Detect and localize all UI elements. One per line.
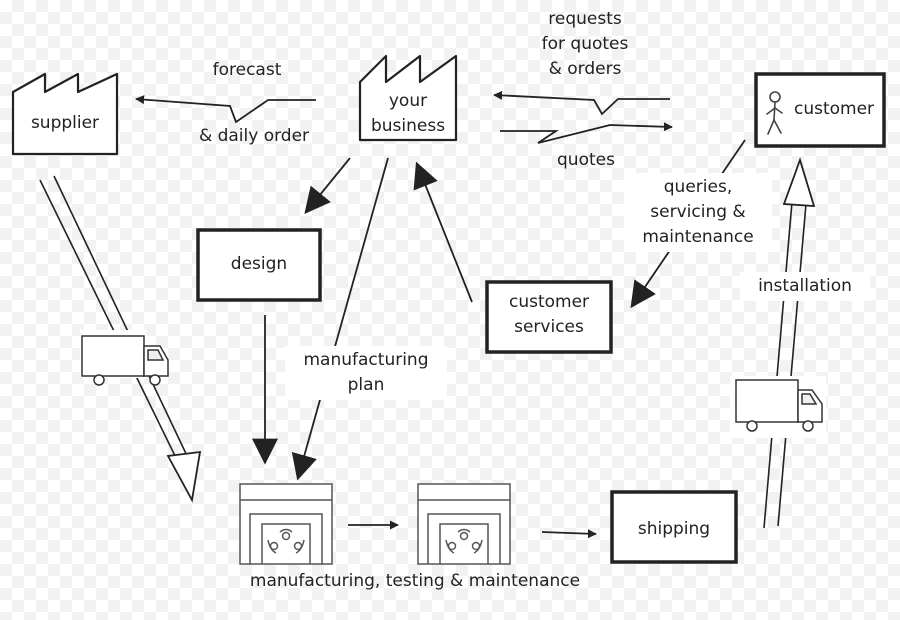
machine-icon xyxy=(417,483,511,565)
design-box xyxy=(196,228,322,302)
plan-label-line: plan xyxy=(347,375,385,395)
customer-services-box xyxy=(485,280,613,354)
business-label-line: your xyxy=(388,91,428,111)
stick-figure-icon xyxy=(766,91,783,135)
quotes-arrow xyxy=(500,122,673,144)
requests-label-line: for quotes xyxy=(541,34,629,54)
business-to-design-arrow xyxy=(304,157,351,215)
supplier-factory-icon xyxy=(11,72,119,156)
shipping-box xyxy=(610,490,738,564)
forecast-label: forecast xyxy=(212,60,282,80)
plan-label-line: manufacturing xyxy=(303,350,429,370)
queries-label-line: maintenance xyxy=(642,227,754,247)
quotes-label: quotes xyxy=(557,150,615,170)
machine-icon xyxy=(239,483,333,565)
installation-arrow xyxy=(763,157,816,529)
manufacturing-plan-label: manufacturing plan xyxy=(285,346,447,400)
truck-icon xyxy=(80,330,169,386)
services-label-line: customer xyxy=(508,292,590,312)
queries-label-line: queries, xyxy=(663,177,733,197)
supplier-label: supplier xyxy=(30,113,100,133)
shipping-label: shipping xyxy=(637,519,711,539)
design-label: design xyxy=(230,254,288,274)
requests-label-line: & orders xyxy=(548,59,622,79)
daily-order-label: & daily order xyxy=(198,126,310,146)
services-to-business-arrow xyxy=(413,161,473,303)
requests-label: requests for quotes & orders xyxy=(520,7,650,82)
requests-label-line: requests xyxy=(548,9,622,29)
manufacturing-plan-arrow xyxy=(291,157,389,481)
supplier-delivery-arrow xyxy=(39,175,202,503)
queries-label: queries, servicing & maintenance xyxy=(624,173,772,252)
installation-label: installation xyxy=(740,272,870,301)
customer-label: customer xyxy=(793,99,875,119)
forecast-order-arrow xyxy=(135,95,316,124)
business-factory-icon xyxy=(358,54,458,142)
requests-arrow xyxy=(493,90,670,116)
services-label-line: services xyxy=(514,317,584,337)
customer-services-label: customer services xyxy=(489,290,609,340)
machine-to-shipping-arrow xyxy=(541,529,597,539)
manufacturing-label: manufacturing, testing & maintenance xyxy=(249,571,581,591)
business-label: your business xyxy=(356,89,460,139)
queries-label-line: servicing & xyxy=(650,202,746,222)
business-label-line: business xyxy=(370,116,446,136)
truck-icon xyxy=(730,376,826,438)
